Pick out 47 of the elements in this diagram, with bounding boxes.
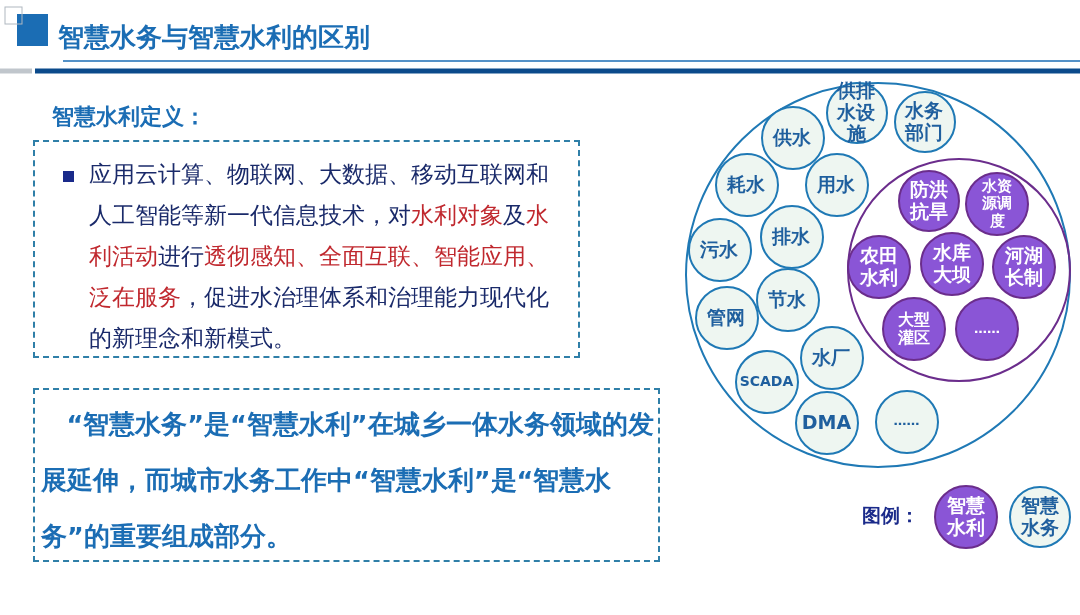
slide-title: 智慧水务与智慧水利的区别 — [58, 21, 370, 54]
circle-label: 大型灌区 — [897, 310, 931, 348]
circle-label: 排水 — [771, 225, 812, 248]
category-circle — [799, 325, 864, 390]
category-circle — [734, 349, 799, 414]
circle-label: SCADA — [739, 373, 794, 390]
category-circle — [755, 267, 820, 332]
category-circle — [687, 217, 752, 282]
definition-text: 应用云计算、物联网、大数据、移动互联网和人工智能等新一代信息技术，对水利对象及水利活动进行透彻感知、全面互联、智能应用、泛在服务，促进水治理体系和治理能力现代化的新理念和新模式。 — [89, 160, 550, 353]
circle-label: DMA — [801, 411, 852, 434]
circle-label: 供水 — [772, 126, 813, 149]
category-circle — [882, 297, 946, 361]
circle-label: 耗水 — [726, 173, 767, 196]
circle-label: …… — [974, 321, 1000, 337]
text-panel — [33, 388, 660, 562]
circle-label: …… — [893, 414, 920, 429]
group-circle — [685, 82, 1071, 468]
legend-text: 智慧水利 — [946, 495, 986, 539]
section-heading: 智慧水利定义： — [52, 103, 206, 131]
circle-label: 污水 — [699, 238, 740, 261]
legend-text: 智慧水务 — [1020, 495, 1060, 539]
category-circle — [804, 152, 869, 217]
category-circle — [992, 235, 1056, 299]
category-circle — [759, 204, 824, 269]
circle-label: 河湖长制 — [1004, 245, 1044, 289]
circle-label: 水库大坝 — [932, 242, 972, 286]
statement-text: “智慧水务”是“智慧水利”在城乡一体水务领域的发展延伸，而城市水务工作中“智慧水利”是“智慧水务”的重要组成部分。 — [41, 408, 655, 553]
circle-label: 水资源调度 — [981, 178, 1013, 230]
category-circle — [965, 172, 1029, 236]
category-circle — [847, 235, 911, 299]
category-circle — [794, 390, 859, 455]
circle-label: 农田水利 — [859, 245, 899, 289]
circle-label: 防洪抗旱 — [909, 179, 949, 223]
circle-label: 水务部门 — [904, 99, 945, 144]
circle-label: 用水 — [816, 173, 857, 196]
category-circle — [694, 285, 759, 350]
category-circle — [898, 170, 960, 232]
category-circle — [955, 297, 1019, 361]
legend-heading: 图例： — [862, 503, 919, 528]
circle-label: 节水 — [767, 288, 808, 311]
category-circle — [714, 152, 779, 217]
circle-label: 管网 — [706, 306, 747, 329]
category-circle — [920, 232, 984, 296]
circle-label: 供排水设施 — [836, 79, 877, 146]
category-circle — [825, 81, 888, 144]
category-circle — [760, 105, 825, 170]
circle-label: 水厂 — [811, 346, 852, 369]
